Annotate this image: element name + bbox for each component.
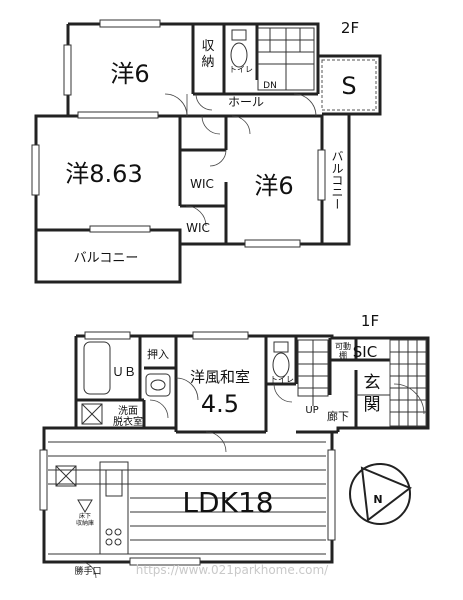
room-western-right-label: 洋6 <box>254 172 293 200</box>
floor2-title: 2F <box>341 19 359 37</box>
storage-s-label: S <box>341 72 356 100</box>
entrance-tile-grid <box>389 339 427 427</box>
second-floor-plan <box>31 19 382 284</box>
stairs-up-label: UP <box>305 405 318 416</box>
movable-shelf-label-2: 棚 <box>339 350 347 360</box>
washroom-label-2: 脱衣室 <box>113 415 143 428</box>
wic-upper-label: WIC <box>190 177 214 191</box>
room-western-large-label: 洋8.63 <box>65 160 142 188</box>
compass-north-label: N <box>373 493 382 506</box>
closet-label: 押入 <box>147 347 169 361</box>
washroom-label-1: 洗面 <box>118 405 138 417</box>
balcony-bottom-label: バルコニー <box>74 251 139 266</box>
washing-machine-box <box>81 403 103 425</box>
balcony-side-label: バルコニー <box>330 150 344 210</box>
watermark-text: https://www.021parkhome.com/ <box>136 563 329 577</box>
hallway-label: 廊下 <box>327 409 349 423</box>
entrance-label-1: 玄 <box>364 373 381 393</box>
washbasin <box>145 373 171 397</box>
underfloor-storage-label-2: 収納庫 <box>76 519 94 527</box>
bathtub <box>83 341 111 395</box>
toilet-fixture-1f <box>272 341 290 378</box>
first-floor-plan <box>39 331 430 579</box>
stairs-1f <box>297 339 329 397</box>
toilet-2f-label: トイレ <box>229 65 253 74</box>
japanese-room-size: 4.5 <box>201 390 239 418</box>
hall-label: ホール <box>228 95 264 109</box>
stairs-dn-label: DN <box>263 81 277 91</box>
underfloor-storage-label-1: 床下 <box>79 512 91 520</box>
stairs-2f <box>257 27 315 91</box>
bath-label: ＵＢ <box>112 365 136 379</box>
ldk-label: LDK18 <box>182 486 273 519</box>
service-door-label: 勝手口 <box>74 565 101 577</box>
toilet-fixture-2f <box>230 29 248 68</box>
kitchen-counter <box>99 461 129 555</box>
ldk-floor-pattern <box>48 441 326 555</box>
entrance-label-2: 関 <box>364 395 381 415</box>
movable-shelf-label-1: 可動 <box>335 342 351 351</box>
shoe-closet-label: SIC <box>353 343 377 361</box>
north-compass <box>349 463 412 525</box>
refrigerator-box <box>55 465 77 487</box>
storage-label-2: 納 <box>201 55 214 70</box>
floor1-title: 1F <box>361 312 379 330</box>
toilet-1f-label: トイレ <box>270 375 294 384</box>
wic-lower-label: WIC <box>186 221 210 235</box>
room-western-top-label: 洋6 <box>110 60 149 88</box>
japanese-room-label: 洋風和室 <box>190 368 250 386</box>
storage-label-1: 収 <box>201 39 214 54</box>
